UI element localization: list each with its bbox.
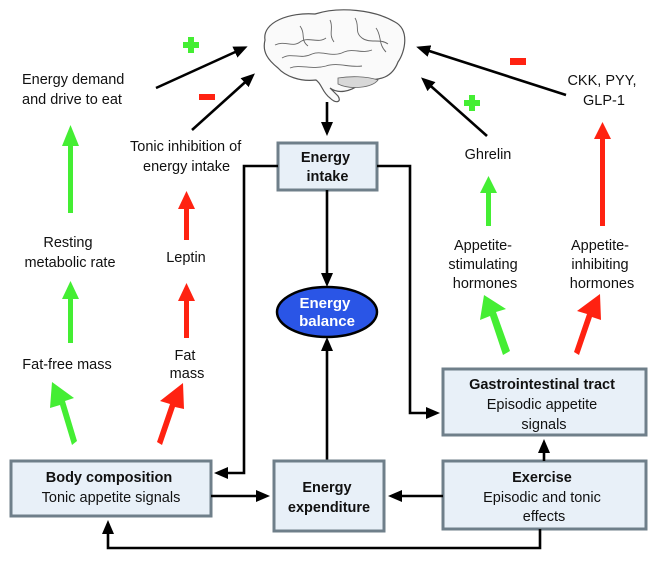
- body-composition-box: Body composition Tonic appetite signals: [9, 459, 213, 518]
- red-arrow-inhibiting-to-ckk: [594, 122, 611, 226]
- arrow-demand-to-brain: [155, 46, 248, 90]
- fat-mass-label: Fat mass: [170, 348, 205, 382]
- appetite-inhibiting-label: Appetite- inhibiting hormones: [570, 238, 634, 292]
- tonic-inhibition-label: Tonic inhibition of energy intake: [130, 139, 245, 175]
- resting-metabolic-rate-label: Resting metabolic rate: [24, 235, 115, 271]
- arrow-ckk-to-brain: [416, 45, 567, 97]
- plus-icon: [464, 95, 480, 111]
- red-arrow-leptin-to-inhibition: [178, 191, 195, 240]
- thick-red-arrow-gi-to-inhibiting: [574, 294, 601, 355]
- minus-icon: [199, 94, 215, 100]
- arrow-exercise-to-body-composition: [102, 520, 542, 550]
- fat-free-mass-label: Fat-free mass: [22, 357, 111, 373]
- energy-expenditure-box: Energy expenditure: [272, 459, 386, 533]
- svg-text:Energy balance: Energy balance: [299, 295, 355, 330]
- plus-icon: [183, 37, 199, 53]
- red-arrow-fatmass-to-leptin: [178, 283, 195, 338]
- green-arrow-ffm-to-rmr: [62, 281, 79, 343]
- svg-text:Gastrointestinal tract E: Gastrointestinal tract Episodic appetite…: [469, 377, 619, 433]
- ckk-pyy-glp1-label: CKK, PYY, GLP-1: [567, 73, 640, 109]
- gastrointestinal-tract-box: Gastrointestinal tract Episodic appetite…: [441, 367, 648, 437]
- svg-text:Exercise Episodic and to: Exercise Episodic and tonic effects: [483, 470, 605, 525]
- thick-green-arrow-gi-to-stimulating: [480, 295, 510, 355]
- appetite-stimulating-label: Appetite- stimulating hormones: [448, 238, 521, 292]
- thick-green-arrow-body-to-ffm: [50, 382, 77, 445]
- green-arrow-rmr-to-demand: [62, 125, 79, 213]
- brain-icon: [263, 9, 406, 103]
- energy-balance-ellipse: Energy balance: [275, 285, 379, 339]
- svg-text:Energy expenditure: Energy expenditure: [288, 480, 370, 516]
- green-arrow-stimulating-to-ghrelin: [480, 176, 497, 226]
- arrow-intake-to-gi: [377, 164, 440, 419]
- ghrelin-label: Ghrelin: [465, 147, 512, 163]
- arrow-intake-to-body-composition: [214, 164, 278, 479]
- svg-text:Energy intake: Energy intake: [301, 150, 354, 185]
- arrow-inhibition-to-brain: [191, 73, 255, 131]
- energy-intake-box: Energy intake: [276, 141, 379, 192]
- leptin-label: Leptin: [166, 250, 206, 266]
- arrow-ghrelin-to-brain: [421, 77, 488, 137]
- exercise-box: Exercise Episodic and tonic effects: [441, 459, 648, 531]
- minus-icon: [510, 58, 526, 65]
- energy-demand-label: Energy demand and drive to eat: [22, 72, 128, 108]
- thick-red-arrow-body-to-fatmass: [157, 383, 184, 445]
- svg-text:Body composition Tonic a: Body composition Tonic appetite signals: [42, 470, 181, 506]
